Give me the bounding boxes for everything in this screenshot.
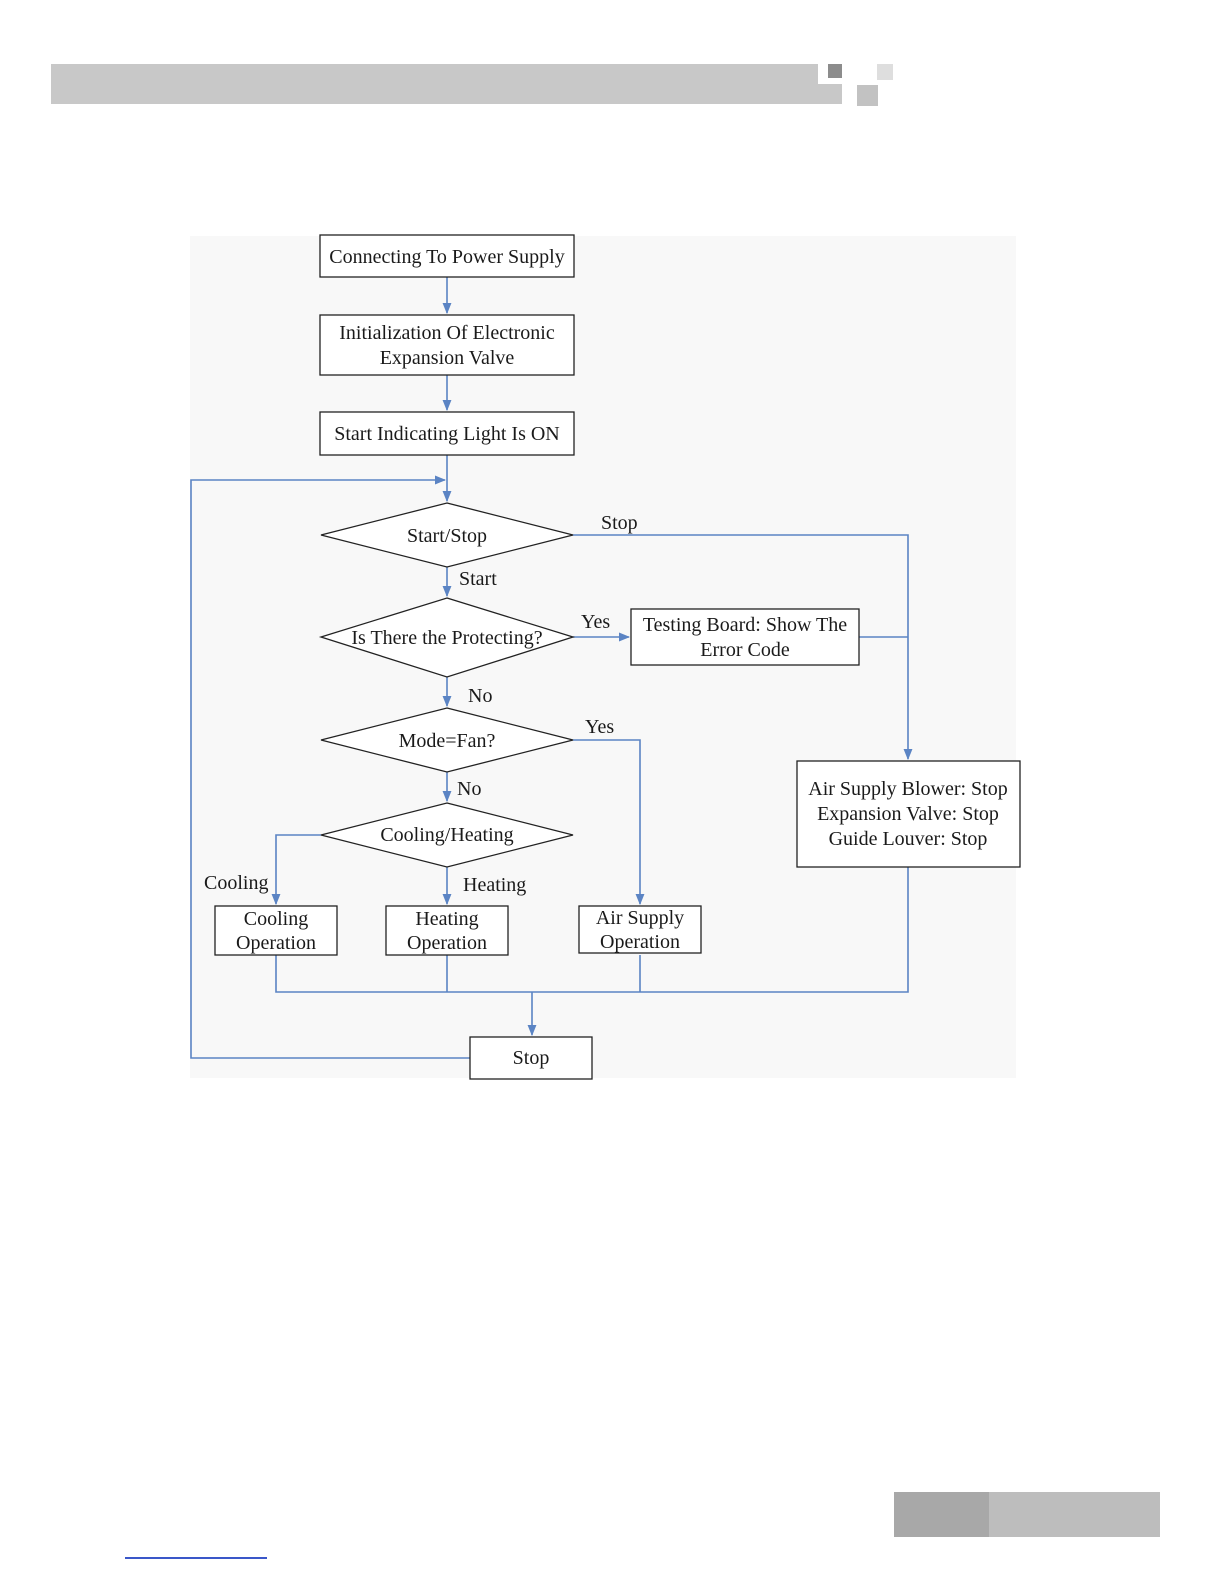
edge-label-stop: Stop bbox=[601, 512, 638, 534]
node-power-label: Connecting To Power Supply bbox=[329, 246, 564, 268]
node-startstop-label: Start/Stop bbox=[407, 525, 487, 547]
node-coolop-label-line1: Cooling bbox=[244, 908, 308, 930]
node-heatop-label-line1: Heating bbox=[415, 908, 478, 930]
node-init-label-line2: Expansion Valve bbox=[380, 347, 515, 369]
node-coolop-label-line2: Operation bbox=[236, 932, 316, 954]
connectors bbox=[190, 277, 913, 1059]
node-stopall-label-line3: Guide Louver: Stop bbox=[829, 828, 988, 850]
header-decoration-square bbox=[828, 64, 842, 78]
edge-label-fan-yes: Yes bbox=[585, 716, 614, 738]
node-power: Connecting To Power Supply bbox=[319, 234, 575, 278]
footer-bar-dark bbox=[894, 1492, 989, 1537]
node-stopall: Air Supply Blower: Stop Expansion Valve:… bbox=[796, 760, 1021, 868]
edge-label-protect-no: No bbox=[468, 685, 492, 707]
node-stopall-label-line2: Expansion Valve: Stop bbox=[817, 803, 999, 825]
node-startstop: Start/Stop bbox=[320, 502, 574, 568]
node-error-label-line2: Error Code bbox=[700, 639, 790, 661]
node-light: Start Indicating Light Is ON bbox=[319, 411, 575, 456]
edge-label-protect-yes: Yes bbox=[581, 611, 610, 633]
footer-rule bbox=[125, 1557, 267, 1559]
node-stop-label: Stop bbox=[513, 1047, 550, 1069]
node-heatop: Heating Operation bbox=[385, 905, 509, 956]
node-stop: Stop bbox=[469, 1036, 593, 1080]
footer-bar-light bbox=[989, 1492, 1160, 1537]
node-fan-label: Mode=Fan? bbox=[399, 730, 496, 752]
node-airop-label-line2: Operation bbox=[600, 931, 680, 953]
header-decoration-square bbox=[857, 85, 878, 106]
node-init: Initialization Of Electronic Expansion V… bbox=[319, 314, 575, 376]
node-init-label-line1: Initialization Of Electronic bbox=[339, 322, 555, 344]
edge-label-cooling: Cooling bbox=[204, 872, 268, 894]
node-protect: Is There the Protecting? bbox=[318, 597, 576, 678]
edge-loop-back bbox=[190, 475, 470, 1059]
header-decoration-square bbox=[877, 64, 893, 80]
edge-label-heating: Heating bbox=[463, 874, 526, 896]
node-error-label-line1: Testing Board: Show The bbox=[643, 614, 847, 636]
node-heatop-label-line2: Operation bbox=[407, 932, 487, 954]
node-airop-label-line1: Air Supply bbox=[596, 907, 684, 929]
header-bar bbox=[51, 64, 842, 104]
edge-cooling bbox=[271, 834, 321, 906]
node-coolop: Cooling Operation bbox=[214, 905, 338, 956]
node-stopall-label-line1: Air Supply Blower: Stop bbox=[808, 778, 1007, 800]
edge-label-fan-no: No bbox=[457, 778, 481, 800]
node-fan: Mode=Fan? bbox=[320, 707, 574, 773]
edge-label-start: Start bbox=[459, 568, 497, 590]
edge-merge-bus bbox=[275, 867, 909, 993]
node-airop: Air Supply Operation bbox=[578, 905, 702, 954]
node-coolheat-label: Cooling/Heating bbox=[380, 824, 513, 846]
node-error: Testing Board: Show The Error Code bbox=[630, 608, 860, 666]
node-coolheat: Cooling/Heating bbox=[320, 802, 574, 868]
node-protect-label: Is There the Protecting? bbox=[351, 627, 542, 649]
edge-stop-branch bbox=[573, 534, 913, 761]
node-light-label: Start Indicating Light Is ON bbox=[334, 423, 560, 445]
edge-fan-yes bbox=[573, 739, 645, 906]
